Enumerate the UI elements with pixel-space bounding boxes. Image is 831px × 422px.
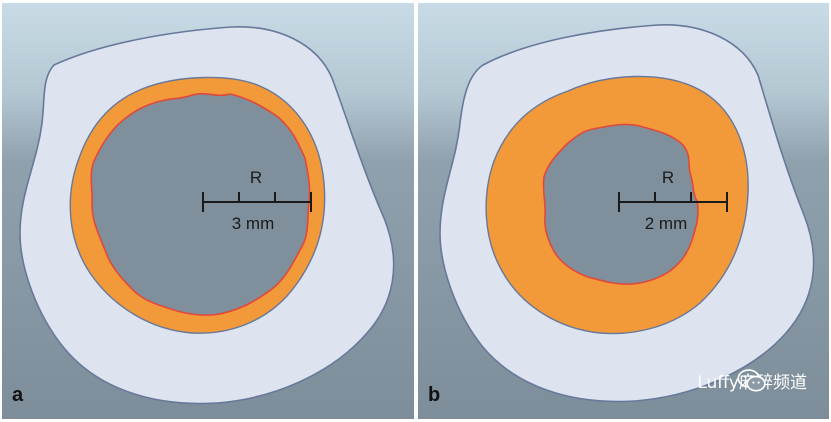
- scale-label: 2 mm: [645, 214, 688, 233]
- panel-a-illustration: R 3 mm: [2, 3, 414, 419]
- panel-label: b: [428, 384, 440, 407]
- radius-symbol: R: [250, 168, 262, 187]
- scale-label: 3 mm: [232, 214, 275, 233]
- radius-symbol: R: [662, 168, 674, 187]
- panel-label: a: [12, 384, 23, 407]
- watermark: Luffy麻醉频道: [697, 368, 807, 393]
- panel-a: R 3 mm a: [2, 3, 414, 419]
- wechat-icon: [697, 368, 807, 393]
- panel-b: R 2 mm b Luffy麻醉频道: [418, 3, 829, 419]
- lumen: [543, 124, 698, 284]
- panel-b-illustration: R 2 mm: [418, 3, 829, 419]
